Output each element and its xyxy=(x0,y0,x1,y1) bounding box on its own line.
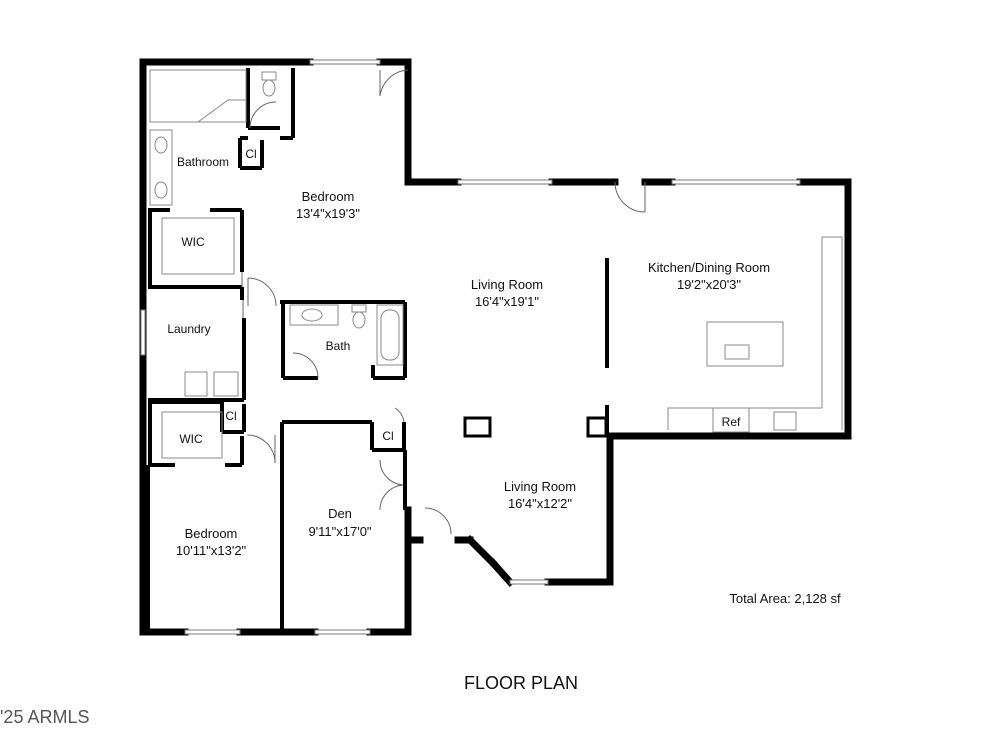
living-room-2-name: Living Room xyxy=(504,479,576,494)
living-room-2-size: 16'4"x12'2" xyxy=(508,496,572,511)
watermark: '25 ARMLS xyxy=(0,707,89,727)
den-name: Den xyxy=(328,506,352,521)
master-bedroom-size: 13'4"x19'3" xyxy=(296,206,360,221)
living-room-1-size: 16'4"x19'1" xyxy=(475,294,539,309)
bedroom-2-name: Bedroom xyxy=(185,526,238,541)
kitchen-name: Kitchen/Dining Room xyxy=(648,260,770,275)
ref-name: Ref xyxy=(722,415,741,429)
plan-title: FLOOR PLAN xyxy=(464,673,578,693)
room-labels: Bedroom 13'4"x19'3" Bathroom Cl WIC Laun… xyxy=(167,147,770,558)
bedroom-2-size: 10'11"x13'2" xyxy=(176,543,247,558)
master-bedroom-name: Bedroom xyxy=(302,189,355,204)
closet-den-name: Cl xyxy=(382,429,393,443)
bathroom-name: Bathroom xyxy=(177,155,229,169)
interior-walls xyxy=(146,68,609,632)
wic-2-name: WIC xyxy=(179,432,203,446)
windows xyxy=(140,59,801,635)
total-area: Total Area: 2,128 sf xyxy=(729,591,841,606)
closet-master-name: Cl xyxy=(245,147,256,161)
living-room-1-name: Living Room xyxy=(471,277,543,292)
doors xyxy=(241,69,646,535)
kitchen-size: 19'2"x20'3" xyxy=(677,277,741,292)
wic-1-name: WIC xyxy=(181,235,205,249)
den-size: 9'11"x17'0" xyxy=(308,524,371,539)
closet-hall-name: Cl xyxy=(225,409,236,423)
walls xyxy=(139,58,852,636)
laundry-name: Laundry xyxy=(167,322,210,336)
bath-name: Bath xyxy=(326,339,351,353)
fixtures xyxy=(149,69,843,459)
